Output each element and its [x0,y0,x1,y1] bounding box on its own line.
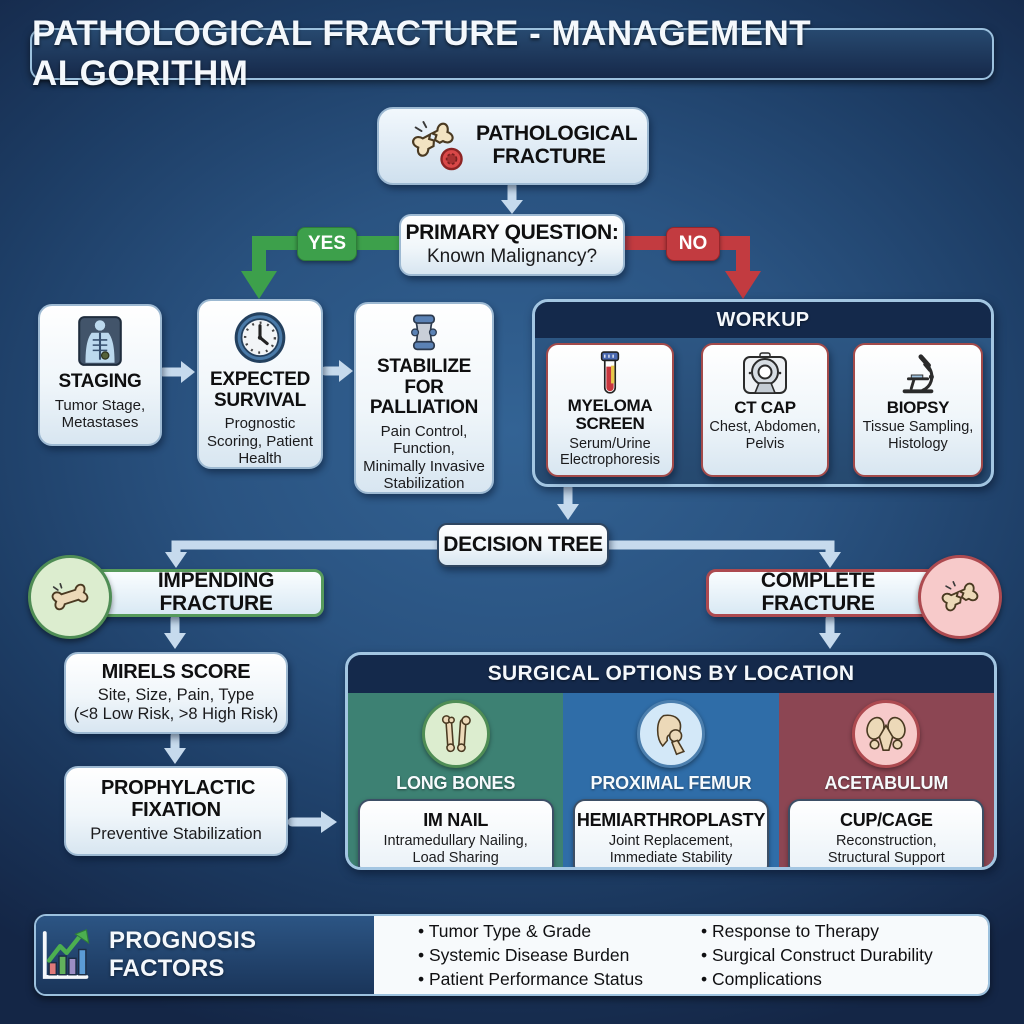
no-branch-label: NO [666,227,720,261]
im-nail-detail: Intramedullary Nailing, Load Sharing [383,832,528,866]
biopsy-title: BIOPSY [886,398,950,417]
growth-chart-icon [42,929,90,979]
hemiarthroplasty-title: HEMIARTHROPLASTY [576,809,766,830]
biopsy-subtitle: Tissue Sampling, Histology [862,419,974,453]
primary-question-subtitle: Known Malignancy? [426,245,598,267]
start-node-pathological-fracture: PATHOLOGICAL FRACTURE [377,107,649,185]
mirels-score-title: MIRELS SCORE [101,661,251,684]
surgical-options-panel: SURGICAL OPTIONS BY LOCATION [345,652,997,870]
long-bones-label: LONG BONES [396,773,516,793]
workup-panel-title: WORKUP [535,302,991,338]
decision-tree-label: DECISION TREE [443,532,603,556]
myeloma-screen-subtitle: Serum/Urine Electrophoresis [560,435,660,469]
stabilize-palliation-title: STABILIZE FOR PALLIATION [369,356,479,419]
prognosis-item: Response to Therapy [701,919,933,943]
impending-fracture-label: IMPENDING FRACTURE [157,569,275,615]
prognosis-item: Patient Performance Status [418,967,643,991]
expected-survival-title: EXPECTED SURVIVAL [209,369,310,411]
myeloma-screen-node: MYELOMA SCREEN Serum/Urine Electrophores… [546,343,674,477]
stabilize-palliation-subtitle: Pain Control, Function, Minimally Invasi… [363,423,485,492]
prognosis-item: Surgical Construct Durability [701,943,933,967]
biopsy-node: BIOPSY Tissue Sampling, Histology [853,343,983,477]
long-bones-icon [441,715,471,753]
expected-survival-node: EXPECTED SURVIVAL Prognostic Scoring, Pa… [197,299,323,469]
staging-subtitle: Tumor Stage, Metastases [54,396,146,431]
hemiarthroplasty-detail: Joint Replacement, Immediate Stability [608,832,734,866]
cup-cage-card: CUP/CAGE Reconstruction, Structural Supp… [788,799,985,867]
hemiarthroplasty-card: HEMIARTHROPLASTY Joint Replacement, Imme… [572,799,769,867]
prognosis-column-2: Response to Therapy Surgical Construct D… [701,919,933,991]
clock-icon [234,312,286,363]
prognosis-factors-list: Tumor Type & Grade Systemic Disease Burd… [374,916,988,994]
cracked-bone-icon [51,582,89,611]
cup-cage-detail: Reconstruction, Structural Support [827,832,945,866]
stabilize-palliation-node: STABILIZE FOR PALLIATION Pain Control, F… [354,302,494,494]
im-nail-title: IM NAIL [423,809,489,830]
acetabulum-label: ACETABULUM [824,773,949,793]
acetabulum-badge [852,700,921,768]
primary-question-title: PRIMARY QUESTION: [405,221,619,245]
column-acetabulum: ACETABULUM CUP/CAGE Reconstruction, Stru… [778,693,994,867]
complete-fracture-label: COMPLETE FRACTURE [760,569,876,615]
im-nail-card: IM NAIL Intramedullary Nailing, Load Sha… [357,799,554,867]
staging-node: STAGING Tumor Stage, Metastases [38,304,162,446]
microscope-icon [902,354,934,394]
impending-fracture-badge [28,555,112,639]
myeloma-screen-title: MYELOMA SCREEN [567,396,653,434]
decision-tree-node: DECISION TREE [437,523,609,567]
yes-branch-label: YES [297,227,357,261]
broken-bone-tumor-icon [412,121,463,171]
long-bones-badge [421,700,490,768]
prognosis-column-1: Tumor Type & Grade Systemic Disease Burd… [418,919,643,991]
complete-fracture-node: COMPLETE FRACTURE [706,569,954,617]
mirels-score-line2: (<8 Low Risk, >8 High Risk) [73,704,279,723]
complete-fracture-badge [918,555,1002,639]
cup-cage-title: CUP/CAGE [840,809,933,830]
prognosis-item: Complications [701,967,933,991]
ct-scanner-icon [743,352,787,394]
mirels-score-node: MIRELS SCORE Site, Size, Pain, Type (<8 … [64,652,288,734]
prognosis-item: Systemic Disease Burden [418,943,643,967]
proximal-femur-badge [636,700,705,768]
brace-icon [411,314,437,351]
test-tube-icon [600,351,620,394]
column-proximal-femur: PROXIMAL FEMUR HEMIARTHROPLASTY Joint Re… [563,693,779,867]
prophylactic-fixation-subtitle: Preventive Stabilization [90,825,262,844]
column-long-bones: LONG BONES IM NAIL Intramedullary Nailin… [348,693,564,867]
start-node-label: PATHOLOGICAL FRACTURE [476,122,638,168]
prophylactic-fixation-node: PROPHYLACTIC FIXATION Preventive Stabili… [64,766,288,856]
prophylactic-fixation-title: PROPHYLACTIC FIXATION [101,776,256,821]
proximal-femur-label: PROXIMAL FEMUR [590,773,752,793]
ct-cap-node: CT CAP Chest, Abdomen, Pelvis [701,343,829,477]
mirels-score-line1: Site, Size, Pain, Type [97,685,255,704]
hip-joint-icon [656,714,686,756]
prognosis-factors-title: PROGNOSIS FACTORS [109,927,257,982]
broken-bone-icon [941,581,979,612]
xray-torso-icon [78,316,122,366]
prognosis-item: Tumor Type & Grade [418,919,643,943]
pelvis-icon [866,716,907,752]
primary-question-node: PRIMARY QUESTION: Known Malignancy? [399,214,625,276]
page-title: PATHOLOGICAL FRACTURE - MANAGEMENT ALGOR… [30,14,994,93]
ct-cap-subtitle: Chest, Abdomen, Pelvis [709,419,821,453]
expected-survival-subtitle: Prognostic Scoring, Patient Health [207,415,313,467]
surgical-columns: LONG BONES IM NAIL Intramedullary Nailin… [348,693,994,867]
prognosis-factors-header: PROGNOSIS FACTORS [36,916,374,994]
prognosis-factors-panel: PROGNOSIS FACTORS Tumor Type & Grade Sys… [34,914,990,996]
staging-title: STAGING [58,371,142,392]
ct-cap-title: CT CAP [734,398,796,417]
impending-fracture-node: IMPENDING FRACTURE [84,569,324,617]
surgical-options-title: SURGICAL OPTIONS BY LOCATION [348,655,994,693]
